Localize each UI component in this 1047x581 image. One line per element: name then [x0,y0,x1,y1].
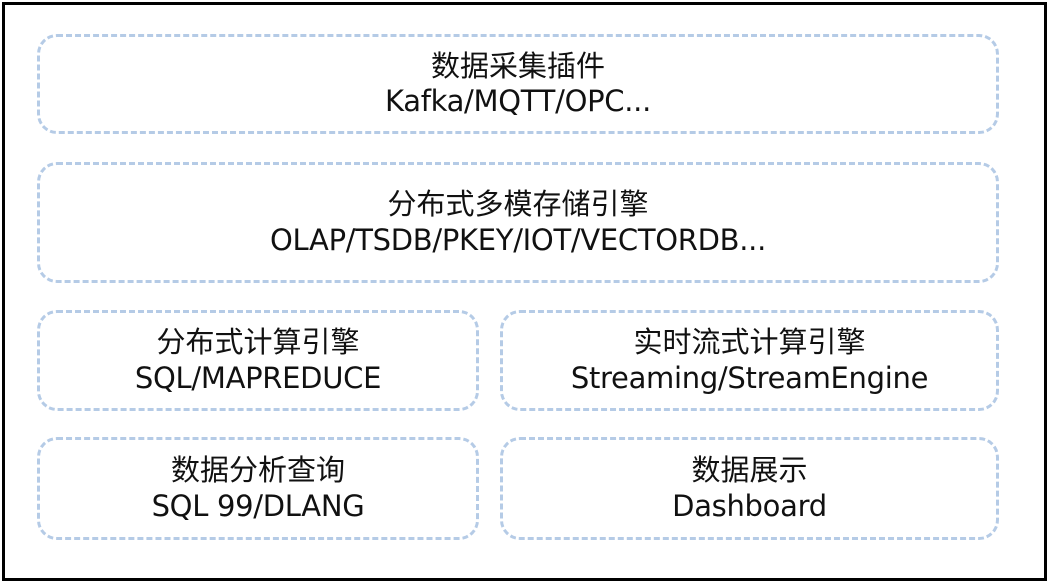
distributed-storage-engine-box: 分布式多模存储引擎 OLAP/TSDB/PKEY/IOT/VECTORDB... [37,162,999,283]
data-analysis-query-box: 数据分析查询 SQL 99/DLANG [37,437,479,540]
box-title: 数据展示 [691,453,808,488]
box-title: 分布式计算引擎 [156,325,360,360]
stream-compute-engine-box: 实时流式计算引擎 Streaming/StreamEngine [500,310,999,411]
box-title: 数据采集插件 [430,48,605,83]
data-collection-plugin-box: 数据采集插件 Kafka/MQTT/OPC... [37,34,999,134]
box-title: 数据分析查询 [170,453,345,488]
box-subtitle: Streaming/StreamEngine [570,360,929,395]
box-title: 实时流式计算引擎 [633,325,866,360]
box-subtitle: Kafka/MQTT/OPC... [385,84,651,118]
box-subtitle: SQL/MAPREDUCE [134,360,382,395]
box-title: 分布式多模存储引擎 [387,187,649,222]
box-subtitle: Dashboard [672,488,827,523]
box-subtitle: OLAP/TSDB/PKEY/IOT/VECTORDB... [269,222,767,257]
box-subtitle: SQL 99/DLANG [151,488,365,523]
data-display-box: 数据展示 Dashboard [500,437,999,540]
distributed-compute-engine-box: 分布式计算引擎 SQL/MAPREDUCE [37,310,479,411]
